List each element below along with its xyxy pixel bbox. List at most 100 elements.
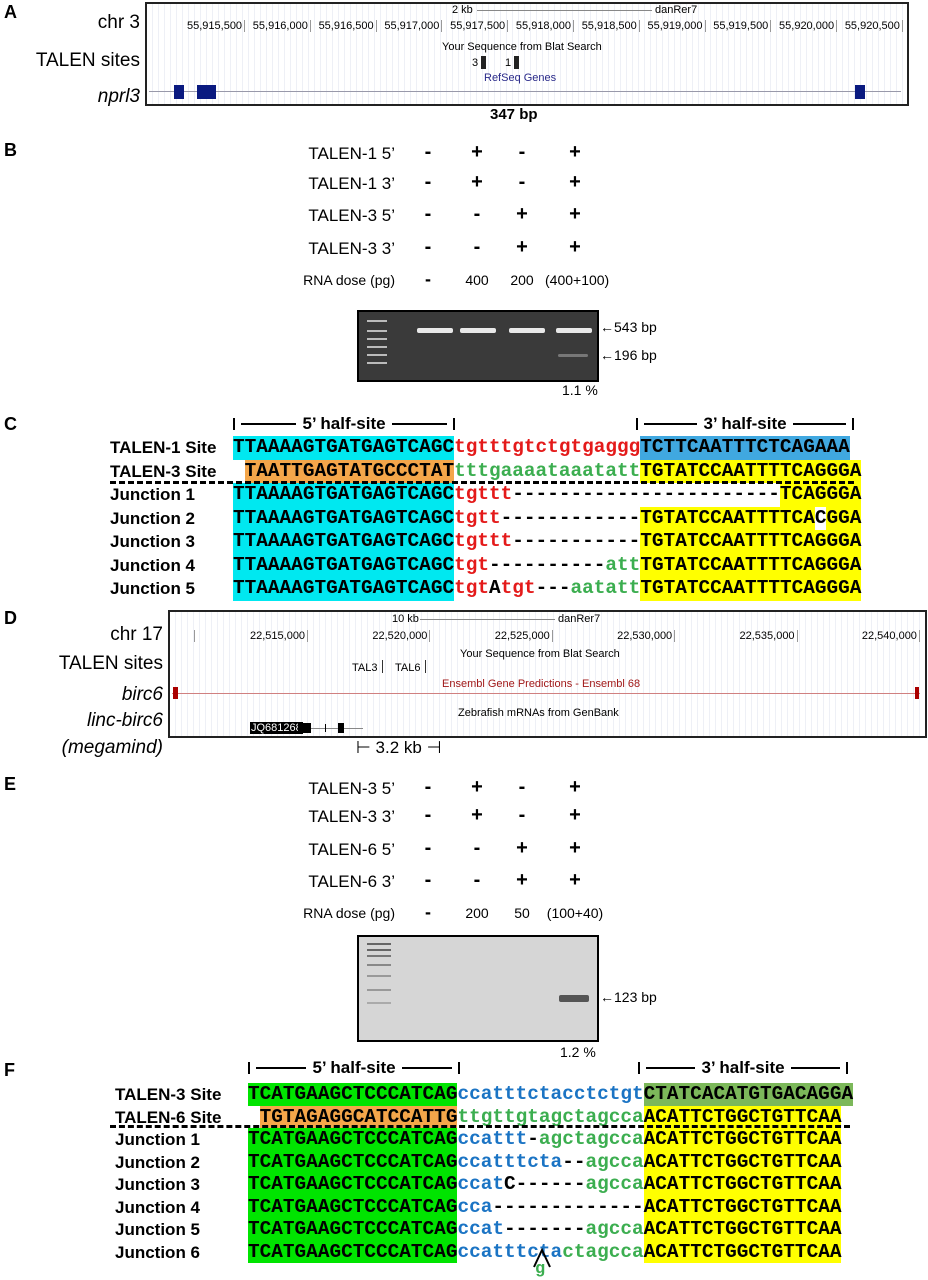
blat-track-label: Your Sequence from Blat Search bbox=[442, 41, 602, 53]
tick-label: 55,920,000 bbox=[779, 20, 838, 32]
condition-label: TALEN-6 5’ bbox=[308, 840, 395, 859]
divider bbox=[110, 481, 854, 484]
band-123 bbox=[559, 995, 589, 1002]
band-size: 196 bp bbox=[614, 347, 657, 363]
tick-label: 22,530,000 bbox=[617, 630, 676, 642]
chr-label: chr 3 bbox=[97, 12, 140, 33]
condition-mark: - bbox=[518, 141, 526, 163]
sequence-segment: TCATGAAGCTCCCATCAG bbox=[248, 1195, 458, 1218]
five-prime-half-site-bracket: 5’ half-site bbox=[233, 414, 456, 434]
condition-label: TALEN-6 3’ bbox=[308, 872, 395, 891]
sequence-segment: agcca bbox=[585, 1173, 644, 1195]
junction-label: Junction 3 bbox=[110, 532, 196, 551]
sequence-row: TCATGAAGCTCCCATCAGccat-------agccaACATTC… bbox=[248, 1218, 842, 1241]
site-3-mark bbox=[481, 56, 486, 69]
sequence-row: TAATTGAGTATGCCCTATtttgaaaataaatattTGTATC… bbox=[233, 459, 862, 484]
sequence-segment: ----------- bbox=[512, 530, 641, 552]
condition-label: TALEN-3 5’ bbox=[308, 206, 395, 225]
sequence-segment: ACATTCTGGCTGTTCAA bbox=[643, 1195, 842, 1218]
band-label-123: ←123 bp bbox=[600, 989, 657, 1005]
five-prime-half-site-bracket: 5’ half-site bbox=[248, 1058, 461, 1078]
sequence-segment: ctagcca bbox=[562, 1240, 644, 1263]
sequence-segment: aatatt bbox=[570, 577, 641, 599]
condition-mark: - bbox=[518, 171, 526, 193]
half-site-label: 3’ half-site bbox=[701, 1058, 785, 1077]
tick-label: 55,919,000 bbox=[647, 20, 706, 32]
sequence-segment: CTATCACATGTGACAGGA bbox=[643, 1083, 854, 1106]
alias-label: (megamind) bbox=[61, 737, 163, 758]
sequence-segment: ACATTCTGGCTGTTCAA bbox=[643, 1218, 842, 1241]
sequence-row: TCATGAAGCTCCCATCAGccatttctactagccaACATTC… bbox=[248, 1240, 842, 1263]
dose-label: RNA dose (pg) bbox=[303, 272, 395, 288]
condition-mark: + bbox=[471, 804, 483, 826]
condition-mark: + bbox=[569, 837, 581, 859]
panel-label-b: B bbox=[4, 140, 17, 160]
sequence-segment: agctagcca bbox=[538, 1128, 644, 1150]
sequence-segment: ACATTCTGGCTGTTCAA bbox=[643, 1240, 842, 1263]
gel-b bbox=[357, 310, 599, 382]
sequence-row: TCATGAAGCTCCCATCAGccattt-agctagccaACATTC… bbox=[248, 1128, 842, 1151]
site-1-mark bbox=[514, 56, 519, 69]
gene-label: birc6 bbox=[121, 684, 163, 705]
sequence-segment: TCATGAAGCTCCCATCAG bbox=[248, 1128, 458, 1151]
insertion-base: g bbox=[535, 1260, 546, 1279]
sequence-segment: TTAAAAGTGATGAGTCAGC bbox=[233, 530, 455, 554]
condition-mark: + bbox=[516, 203, 528, 225]
gene-line bbox=[149, 91, 901, 92]
sequence-row: TCATGAAGCTCCCATCAGcca-------------ACATTC… bbox=[248, 1195, 842, 1218]
three-prime-half-site-bracket: 3’ half-site bbox=[636, 414, 855, 434]
condition-label: TALEN-1 5’ bbox=[308, 144, 395, 163]
junction-label: Junction 3 bbox=[115, 1175, 201, 1194]
condition-mark: - bbox=[424, 837, 432, 859]
sequence-segment: TGTATCCAATTTTCAGGGA bbox=[640, 459, 862, 483]
talen-sites-label: TALEN sites bbox=[58, 653, 163, 674]
linc-label: linc-birc6 bbox=[86, 710, 163, 731]
sequence-segment: TTAAAAGTGATGAGTCAGC bbox=[233, 506, 455, 530]
sequence-segment: tgt bbox=[454, 577, 490, 599]
gel-e bbox=[357, 935, 599, 1042]
dose-value: - bbox=[425, 269, 431, 289]
band-size: 543 bp bbox=[614, 319, 657, 335]
mrna-track-label: Zebrafish mRNAs from GenBank bbox=[458, 707, 619, 719]
scale-label: 10 kb bbox=[392, 613, 419, 625]
junction-label: Junction 4 bbox=[115, 1197, 201, 1217]
sequence-segment: ----------------------- bbox=[512, 483, 780, 505]
tick-label: 22,515,000 bbox=[250, 630, 309, 642]
condition-mark: + bbox=[516, 837, 528, 859]
scale-bar bbox=[477, 10, 652, 11]
condition-mark: + bbox=[569, 869, 581, 891]
cleavage-percent: 1.1 % bbox=[562, 382, 598, 398]
sequence-segment: ccat bbox=[457, 1173, 504, 1195]
panel-label-f: F bbox=[4, 1060, 15, 1080]
tick-label: 55,920,500 bbox=[845, 20, 903, 32]
sequence-segment: --- bbox=[535, 577, 571, 599]
site-label: TALEN-1 Site bbox=[110, 438, 217, 457]
sequence-segment: TCATGAAGCTCCCATCAG bbox=[248, 1218, 458, 1241]
condition-mark: - bbox=[424, 141, 432, 163]
sequence-row: TTAAAAGTGATGAGTCAGCtgttt-----------TGTAT… bbox=[233, 530, 862, 554]
sequence-segment: tgtttgtctgtgaggg bbox=[454, 436, 641, 458]
sequence-segment: ACATTCTGGCTGTTCAA bbox=[643, 1173, 842, 1196]
assembly-label: danRer7 bbox=[558, 613, 601, 625]
sequence-segment: ccat bbox=[457, 1218, 504, 1240]
sequence-segment: TGTATCCAATTTTCA bbox=[640, 506, 815, 530]
condition-mark: + bbox=[471, 776, 483, 798]
exon bbox=[915, 687, 919, 699]
panel-label-c: C bbox=[4, 414, 17, 434]
panel-label-e: E bbox=[4, 774, 17, 794]
talen-sites-label: TALEN sites bbox=[35, 50, 140, 71]
dose-value: (400+100) bbox=[545, 272, 610, 288]
sequence-segment: ------------- bbox=[492, 1195, 644, 1218]
condition-mark: - bbox=[473, 837, 481, 859]
dose-value: 200 bbox=[465, 905, 489, 921]
condition-mark: - bbox=[518, 776, 526, 798]
sequence-segment: ACATTCTGGCTGTTCAA bbox=[643, 1150, 842, 1173]
condition-mark: + bbox=[569, 141, 581, 163]
sequence-segment: ACATTCTGGCTGTTCAA bbox=[643, 1128, 842, 1151]
condition-mark: - bbox=[473, 236, 481, 258]
sequence-segment bbox=[233, 460, 245, 484]
dose-value: 50 bbox=[514, 905, 530, 921]
tal6-mark bbox=[425, 660, 426, 673]
site-label: TALEN-6 Site bbox=[115, 1107, 222, 1127]
